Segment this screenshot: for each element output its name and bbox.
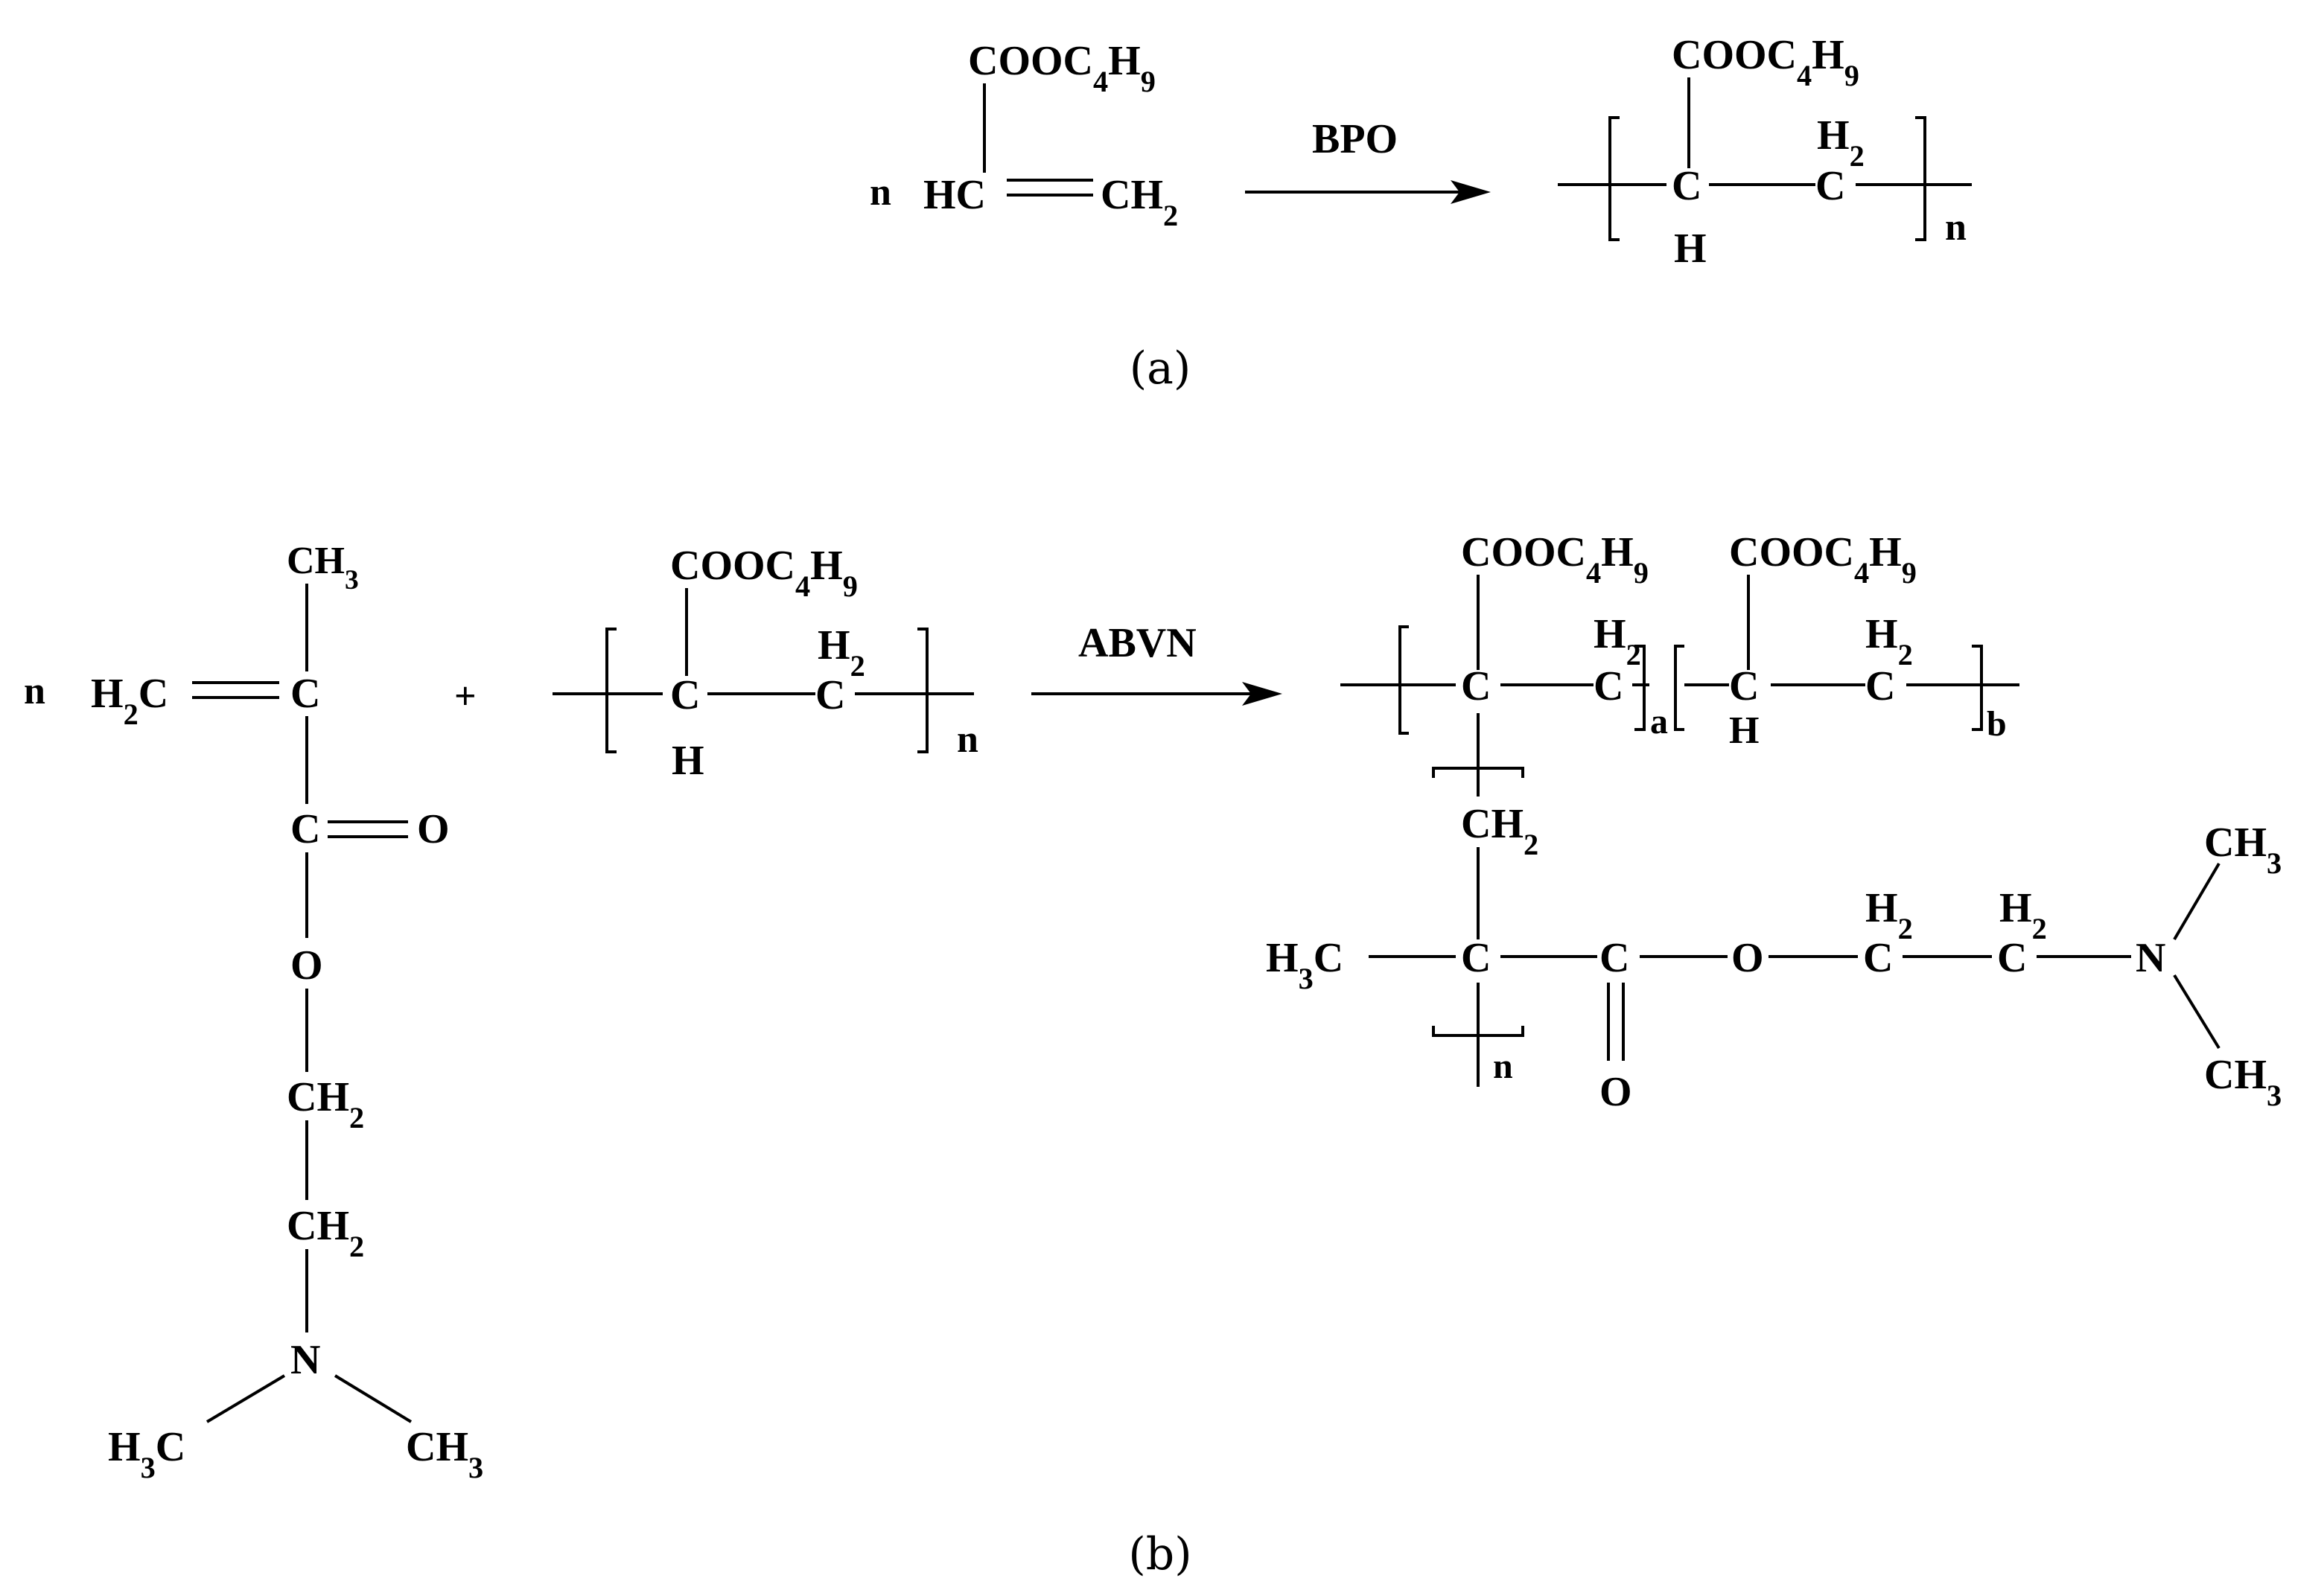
panel-a-monomer-alpha-carbon: HC [923,172,986,218]
panel-a-bracket-left [1608,116,1620,241]
panel-b-product-unit-a-c2: C [1594,663,1623,709]
panel-b-prepolymer-c2-h: H2 [818,622,865,683]
panel-b-product-graft-ch2: CH2 [1461,801,1538,861]
panel-b-product-bracket-b-right [1972,645,1983,731]
panel-b-monomer-ch2-1: CH2 [287,1074,364,1134]
panel-b-product-ch2-2-c: C [1997,935,2027,981]
panel-a-polymer-c2: C [1815,163,1845,209]
panel-a-polymer-c1: C [1672,163,1701,209]
panel-b-product-n-to-bottom-methyl [2173,974,2220,1050]
panel-a: n COOC4H9 HC CH2 BPO COOC4H9 C H H2 C [870,32,1972,395]
panel-b-prepolymer: COOC4H9 C H H2 C n [553,543,978,784]
panel-a-bracket-right [1915,116,1926,241]
panel-b-product-graft-bracket-top [1432,767,1524,778]
panel-b-monomer-alpha-carbon: C [290,671,320,717]
panel-b-monomer: n CH3 H2C C C O O CH2 CH2 N H3C CH3 [24,540,483,1484]
panel-b-product-bracket-a-right [1634,645,1646,731]
panel-b-monomer-vinyl: H2C [91,671,168,731]
panel-b-product-nitrogen: N [2136,935,2165,981]
panel-b-product-carbonyl-c: C [1599,935,1629,981]
panel-b-prepolymer-h: H [672,738,704,784]
panel-a-coefficient: n [870,171,891,214]
panel-b-product-ch2-1-c: C [1863,935,1893,981]
panel-b-product-unit-b-c2: C [1865,663,1895,709]
panel-b-product-ch2-2-h: H2 [1999,885,2047,945]
panel-b-product-bracket-b-left [1674,645,1684,731]
panel-b-coefficient: n [24,670,45,712]
panel-a-caption: (a) [1130,342,1191,395]
panel-a-repeat-subscript: n [1945,206,1967,249]
panel-b-product-graft-methyl: H3C [1266,935,1343,995]
panel-b-product-n-methyl-top: CH3 [2204,820,2282,880]
panel-b: n CH3 H2C C C O O CH2 CH2 N H3C CH3 + [24,529,2282,1580]
panel-a-monomer-beta-carbon: CH2 [1101,172,1178,232]
panel-b-prepolymer-bracket-right [917,628,929,753]
panel-b-prepolymer-c1: C [670,672,700,718]
panel-b-plus-sign: + [454,675,477,718]
panel-a-monomer-substituent: COOC4H9 [968,38,1156,98]
panel-b-product-unit-a-c2-h: H2 [1594,611,1641,671]
panel-b-initiator-label: ABVN [1078,620,1197,666]
panel-b-arrow: ABVN [1031,620,1282,706]
panel-b-product-graft-bracket-bottom [1432,1026,1524,1037]
panel-b-product-n-to-top-methyl [2173,862,2220,941]
panel-b-arrow-head [1242,682,1282,706]
panel-b-prepolymer-substituent: COOC4H9 [670,543,858,603]
panel-b-product-graft-repeat: n [1493,1047,1513,1086]
panel-b-prepolymer-c2: C [815,672,845,718]
panel-b-monomer-ester-o: O [290,942,323,989]
panel-b-monomer-n-methyl-right: CH3 [406,1424,483,1484]
panel-b-product-ester-o: O [1731,935,1764,981]
panel-b-product-unit-b-h: H [1729,709,1759,752]
panel-b-product-unit-b-substituent: COOC4H9 [1729,529,1917,590]
panel-b-prepolymer-repeat: n [957,718,978,761]
panel-a-polymer-c2-h: H2 [1817,112,1865,173]
panel-b-product-unit-a-substituent: COOC4H9 [1461,529,1649,590]
panel-b-product-ch2-1-h: H2 [1865,885,1913,945]
panel-b-caption: (b) [1128,1528,1191,1580]
panel-a-polymer-substituent: COOC4H9 [1672,32,1859,92]
panel-b-product-bracket-a-left [1398,625,1409,735]
panel-b-product-unit-b-c2-h: H2 [1865,611,1913,671]
panel-b-monomer-n-methyl-left: H3C [108,1424,185,1484]
panel-b-n-to-right-methyl [334,1374,413,1423]
panel-b-product-unit-b-repeat: b [1987,704,2007,744]
panel-a-initiator-label: BPO [1312,116,1398,162]
panel-b-prepolymer-bracket-left [605,628,617,753]
panel-b-n-to-left-methyl [206,1374,286,1423]
panel-a-monomer: n COOC4H9 HC CH2 [870,38,1178,232]
panel-b-product-carbonyl-o: O [1599,1069,1632,1115]
panel-b-product-graft-c: C [1461,935,1491,981]
panel-b-monomer-methyl: CH3 [287,540,359,596]
panel-a-polymer: COOC4H9 C H H2 C n [1558,32,1972,272]
panel-b-monomer-nitrogen: N [290,1337,320,1383]
panel-b-product-unit-a-c1: C [1461,663,1491,709]
panel-b-product: COOC4H9 C H2 C a COOC4H9 C H H2 C b [1266,529,2282,1115]
panel-b-monomer-carbonyl-o: O [417,806,450,852]
panel-b-product-unit-a-repeat: a [1650,702,1668,741]
panel-b-monomer-ch2-2: CH2 [287,1203,364,1263]
panel-b-product-n-methyl-bottom: CH3 [2204,1052,2282,1112]
panel-b-product-unit-b-c1: C [1729,663,1759,709]
panel-b-monomer-carbonyl-c: C [290,806,320,852]
panel-a-polymer-h: H [1674,226,1707,272]
panel-a-arrow-head [1451,180,1491,204]
panel-a-arrow: BPO [1245,116,1491,204]
